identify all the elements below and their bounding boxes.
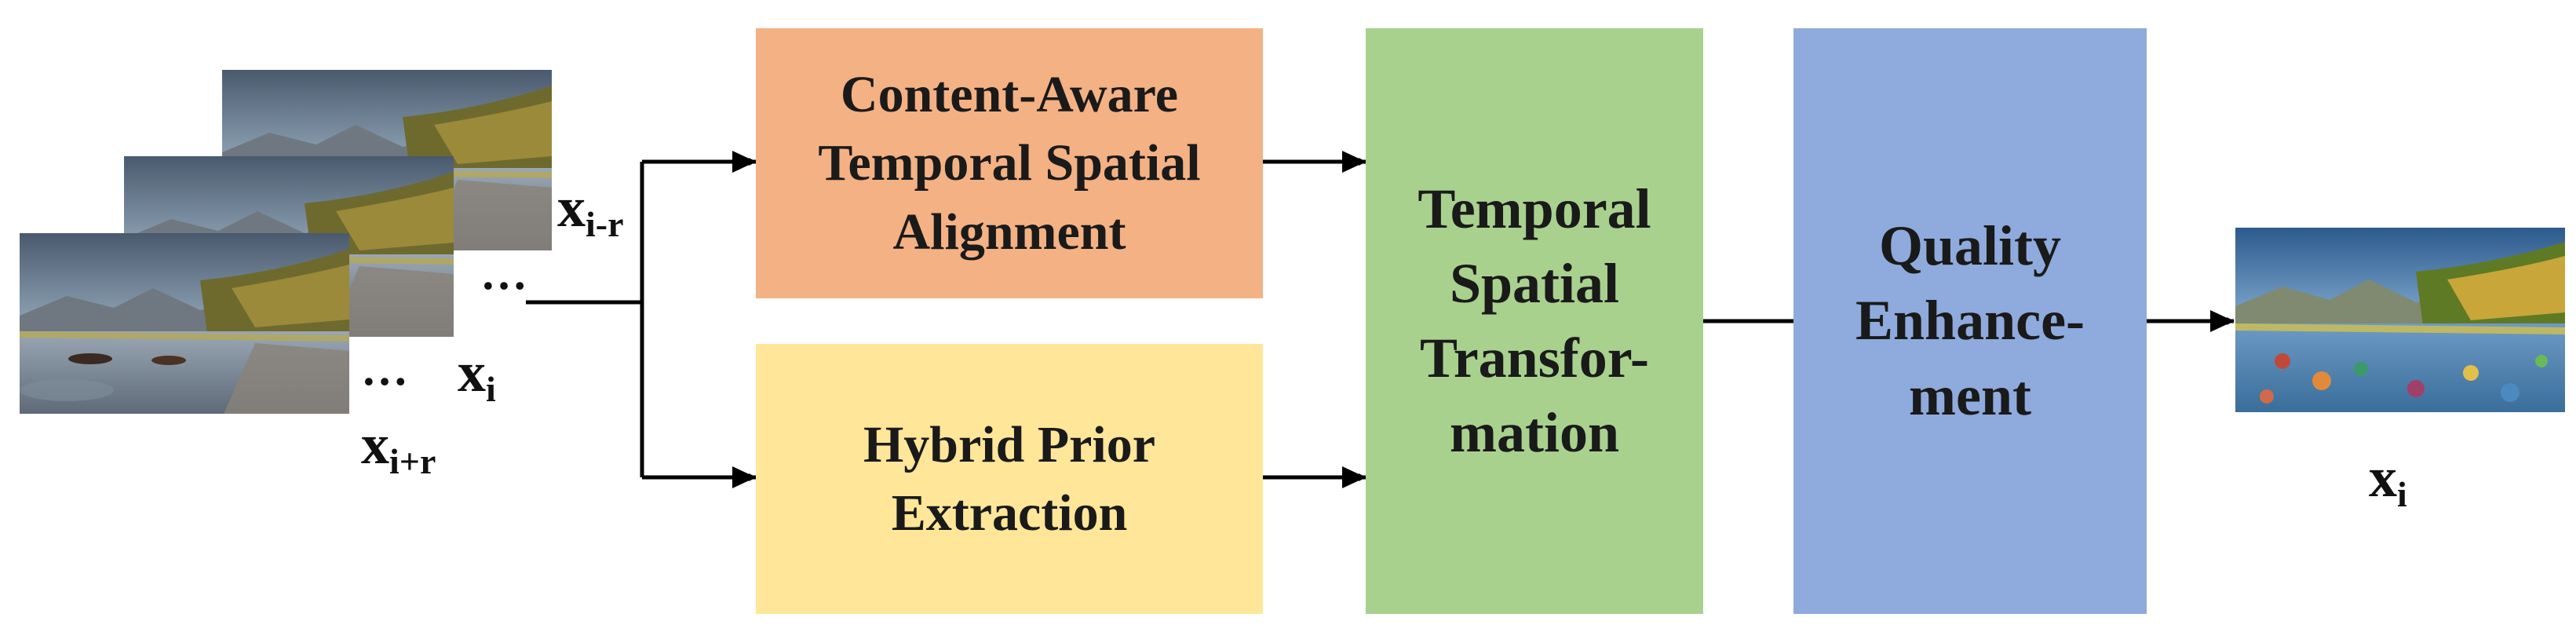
hybrid-prior-extraction-block: Hybrid Prior Extraction <box>756 344 1263 614</box>
quality-enhancement-block: Quality Enhance- ment <box>1793 28 2147 614</box>
label-x-i: xi <box>458 341 496 409</box>
ellipsis-bottom: … <box>361 343 408 395</box>
content-aware-alignment-block: Content-Aware Temporal Spatial Alignment <box>756 28 1263 298</box>
ellipsis-top: … <box>480 247 527 299</box>
label-output-x-i: xi <box>2369 446 2407 514</box>
arrowhead-alignment <box>732 151 756 173</box>
alignment-label: Content-Aware Temporal Spatial Alignment <box>818 66 1201 261</box>
prior-label: Hybrid Prior Extraction <box>863 415 1156 542</box>
label-x-i-minus-r: xi-r <box>557 176 624 244</box>
transformation-label: Temporal Spatial Transfor- mation <box>1418 177 1651 465</box>
temporal-spatial-transformation-block: Temporal Spatial Transfor- mation <box>1366 28 1703 614</box>
arrowhead-output <box>2210 310 2234 332</box>
enhancement-label: Quality Enhance- ment <box>1855 214 2085 427</box>
arrowhead-prior <box>732 466 756 488</box>
arrowhead-transformation-bottom <box>1342 466 1366 488</box>
arrowhead-transformation-top <box>1342 151 1366 173</box>
output-frame <box>2235 228 2565 412</box>
label-x-i-plus-r: xi+r <box>361 413 436 481</box>
